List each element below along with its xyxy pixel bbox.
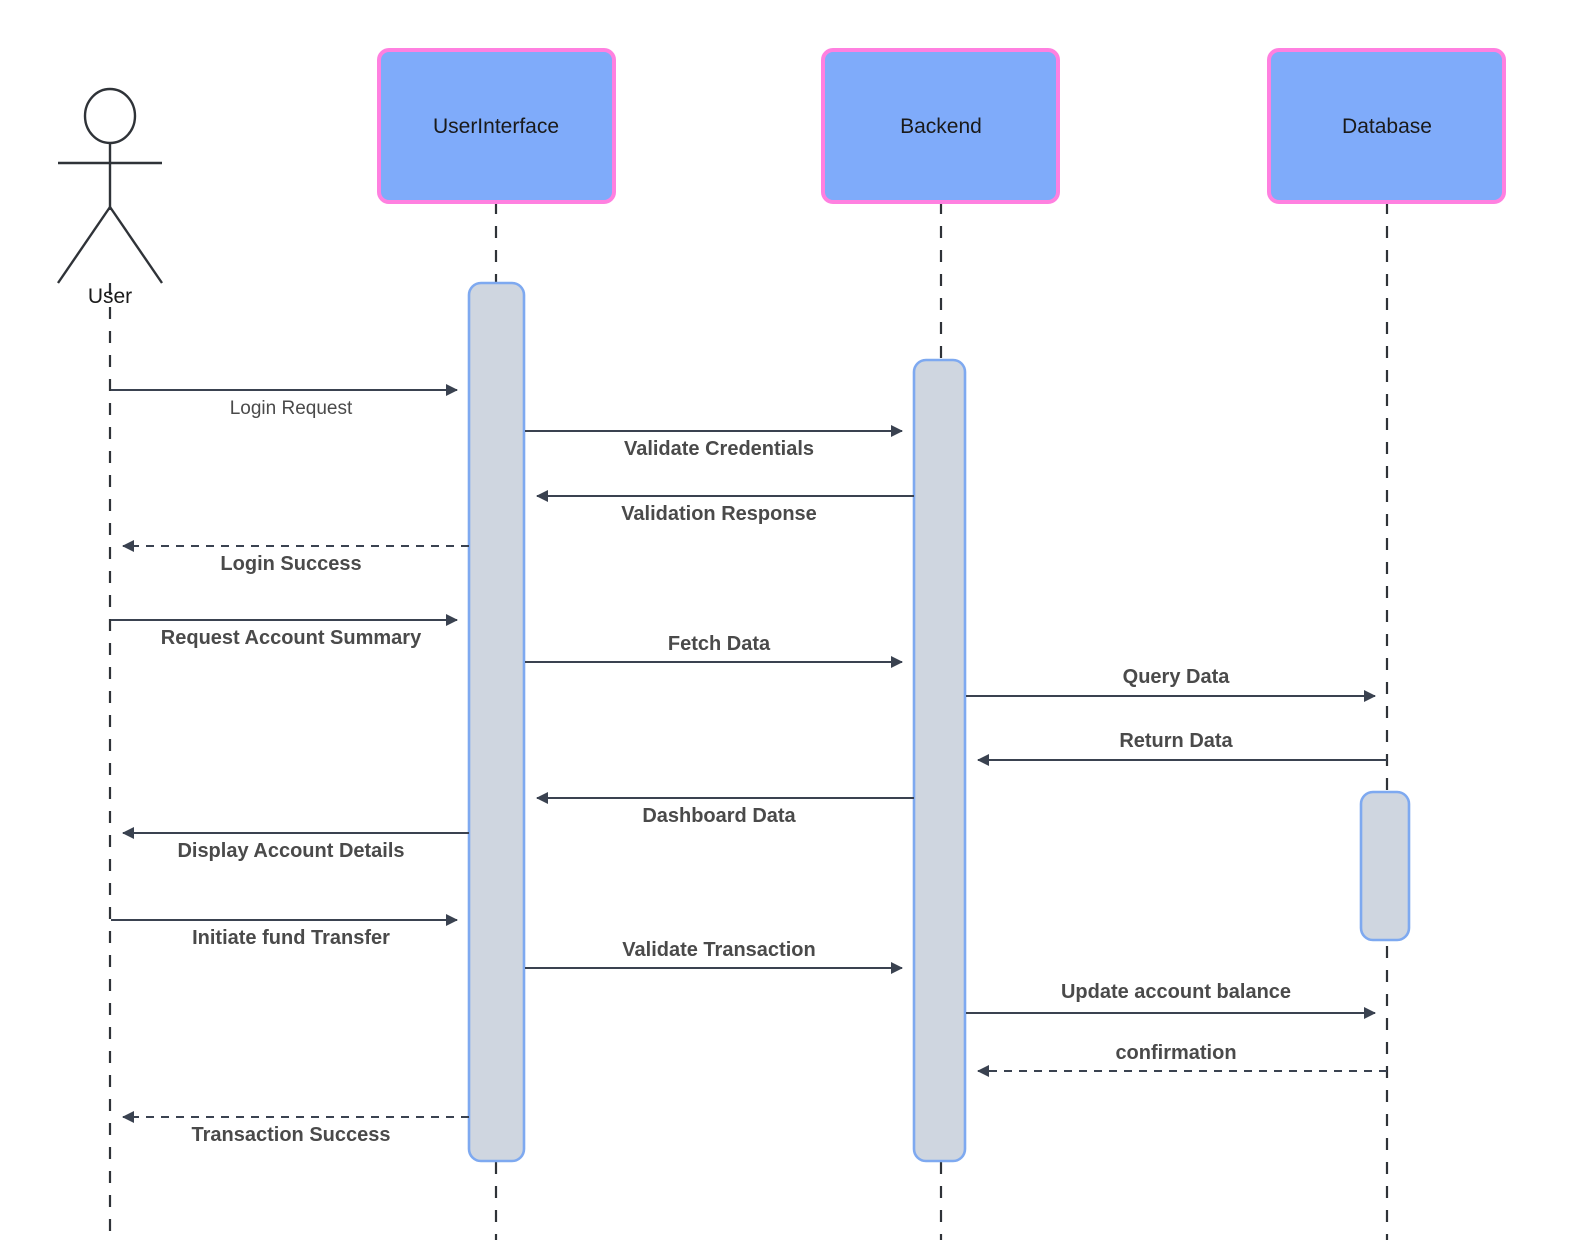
participant-box-backend[interactable] xyxy=(821,48,1060,204)
message-label-m5: Request Account Summary xyxy=(161,627,422,649)
message-label-m2: Validate Credentials xyxy=(624,438,814,460)
actor-head-icon xyxy=(83,87,137,145)
message-m12[interactable]: Validate Transaction xyxy=(525,939,903,974)
message-label-m10: Display Account Details xyxy=(177,840,404,862)
message-label-m8: Return Data xyxy=(1119,730,1233,752)
message-m9[interactable]: Dashboard Data xyxy=(536,792,914,827)
participant-label-backend: Backend xyxy=(900,115,982,138)
message-m8[interactable]: Return Data xyxy=(977,730,1387,766)
message-label-m6: Fetch Data xyxy=(668,633,771,655)
lifelines-layer xyxy=(108,202,1389,1240)
message-label-m4: Login Success xyxy=(220,553,361,575)
message-m15[interactable]: Transaction Success xyxy=(122,1111,469,1146)
message-label-m14: confirmation xyxy=(1115,1042,1236,1064)
message-m14[interactable]: confirmation xyxy=(977,1042,1387,1077)
message-m7[interactable]: Query Data xyxy=(966,666,1376,702)
message-label-m12: Validate Transaction xyxy=(622,939,815,961)
actor-figure-user[interactable] xyxy=(57,87,163,284)
message-label-m1: Login Request xyxy=(230,398,353,419)
participants-layer: User UserInterface Backend Database xyxy=(57,48,1506,308)
message-label-m11: Initiate fund Transfer xyxy=(192,927,390,949)
participant-label-database: Database xyxy=(1342,115,1432,138)
message-m4[interactable]: Login Success xyxy=(122,540,469,575)
activations-layer xyxy=(467,281,1411,1163)
message-label-m3: Validation Response xyxy=(621,503,817,525)
message-m5[interactable]: Request Account Summary xyxy=(111,614,458,649)
participant-box-database[interactable] xyxy=(1267,48,1506,204)
message-m6[interactable]: Fetch Data xyxy=(525,633,903,668)
participant-label-ui: UserInterface xyxy=(433,115,559,138)
message-m11[interactable]: Initiate fund Transfer xyxy=(111,914,458,949)
message-m10[interactable]: Display Account Details xyxy=(122,827,469,862)
actor-leg-right xyxy=(109,206,163,284)
message-m2[interactable]: Validate Credentials xyxy=(525,425,903,460)
message-label-m13: Update account balance xyxy=(1061,981,1291,1003)
message-m3[interactable]: Validation Response xyxy=(536,490,914,525)
message-label-m9: Dashboard Data xyxy=(642,805,796,827)
participant-label-user: User xyxy=(88,285,132,308)
activation-bar-database[interactable] xyxy=(1359,790,1411,942)
message-label-m7: Query Data xyxy=(1123,666,1231,688)
message-m13[interactable]: Update account balance xyxy=(966,981,1376,1019)
message-m1[interactable]: Login Request xyxy=(111,384,458,419)
participant-box-ui[interactable] xyxy=(377,48,616,204)
actor-leg-left xyxy=(57,206,111,284)
message-label-m15: Transaction Success xyxy=(192,1124,391,1146)
activation-bar-ui[interactable] xyxy=(467,281,526,1163)
activation-bar-backend[interactable] xyxy=(912,358,967,1163)
